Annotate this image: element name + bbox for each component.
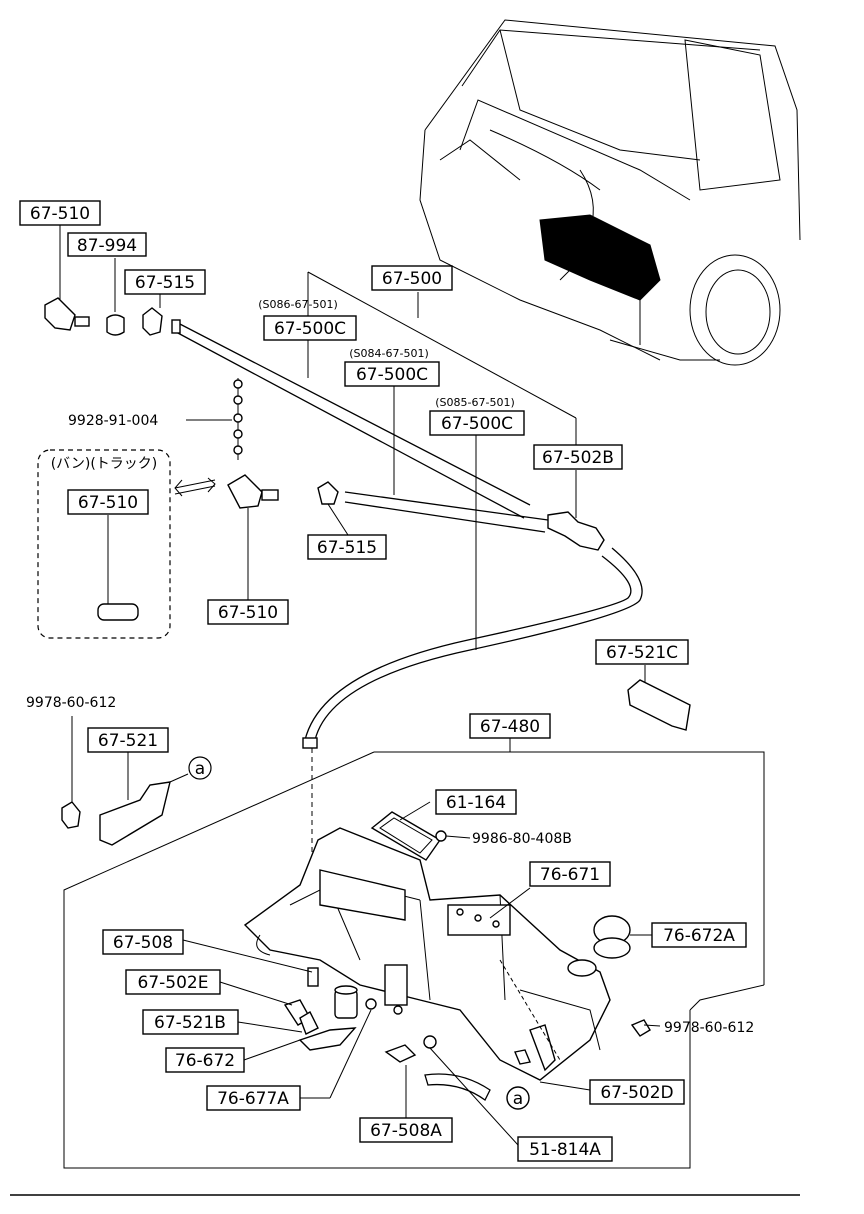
label-67-510-top: 67-510 [30,204,90,224]
label-87-994: 87-994 [77,236,137,256]
marker-a-1-label: a [195,759,205,779]
gasket-61-164 [370,801,471,861]
label-67-521: 67-521 [98,731,158,751]
label-van-truck: (バン)(トラック) [51,456,158,472]
label-s084: (S084-67-501) [349,347,429,360]
label-67-521c: 67-521C [606,643,678,663]
washer-tank [243,827,611,1081]
label-67-515-mid: 67-515 [317,538,377,558]
label-67-500c-1: 67-500C [274,319,346,339]
label-67-508: 67-508 [113,933,173,953]
label-67-500: 67-500 [382,269,442,289]
label-67-502b: 67-502B [542,448,614,468]
label-67-500c-2: 67-500C [356,365,428,385]
label-67-508a: 67-508A [370,1121,442,1141]
tank-assembly-frame [63,738,765,1169]
pump-parts [182,939,661,1146]
label-67-515-top: 67-515 [135,273,195,293]
label-9986-80-408b: 9986-80-408B [472,831,572,847]
label-61-164: 61-164 [446,793,506,813]
vehicle-illustration [419,19,801,366]
label-76-671: 76-671 [540,865,600,885]
hose-leader-lines [307,271,577,650]
label-67-510-mid: 67-510 [218,603,278,623]
label-9928-91-004: 9928-91-004 [68,413,158,429]
nozzle-assembly-middle [37,449,549,639]
marker-a-2-label: a [513,1089,523,1109]
main-hose [302,511,643,950]
label-76-672a: 76-672A [663,926,735,946]
label-67-502e: 67-502E [138,973,209,993]
label-67-502d: 67-502D [600,1083,673,1103]
label-76-677a: 76-677A [217,1089,289,1109]
label-9978-60-612-right: 9978-60-612 [664,1020,754,1036]
bracket-67-521c [627,665,691,731]
label-51-814a: 51-814A [529,1140,601,1160]
label-s085: (S085-67-501) [435,396,515,409]
clip-chain [186,378,243,460]
bracket-67-521 [61,716,189,846]
cap-76-672a [489,887,652,959]
label-67-480: 67-480 [480,717,540,737]
label-9978-60-612-left: 9978-60-612 [26,695,116,711]
marker-a-1 [188,756,212,780]
nozzle-assembly-top [44,222,531,519]
label-76-672: 76-672 [175,1051,235,1071]
label-s086: (S086-67-501) [258,298,338,311]
label-67-500c-3: 67-500C [441,414,513,434]
label-67-510-box: 67-510 [78,493,138,513]
part-labels: 67-510 87-994 67-515 67-500 (S086-67-501… [19,200,754,1162]
label-67-521b: 67-521B [154,1013,226,1033]
